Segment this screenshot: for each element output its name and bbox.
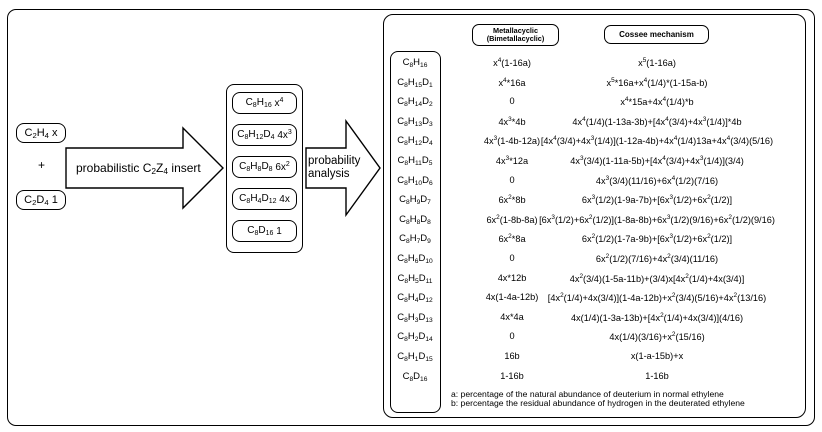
cell-metallacyclic: 6x2*8b [498, 194, 526, 206]
cell-metallacyclic: 6x2*8a [498, 233, 526, 245]
cell-cossee: [6x3(1/2)+6x2(1/2)](1-8a-8b)+6x3(1/2)(9/… [539, 213, 775, 225]
row-species: C8H15D1 [397, 76, 433, 89]
row-species: C8H10D6 [397, 174, 433, 187]
row-species: C8H7D9 [399, 233, 431, 246]
reactant-c2h4-species: C2H4 [24, 126, 49, 140]
reactant-c2d4-species: C2D4 [24, 193, 49, 207]
row-species: C8H3D13 [397, 311, 433, 324]
product-coef: 4x3 [277, 129, 292, 141]
cell-cossee: 4x4(1/4)(1-13a-3b)+[4x4(3/4)+4x3(1/4)]*4… [572, 115, 742, 127]
row-species: C8H14D2 [397, 96, 433, 109]
product-1: C8H12D4 4x3 [232, 124, 297, 146]
cell-metallacyclic: 0 [509, 253, 515, 263]
col-header-cossee: Cossee mechanism [604, 25, 709, 44]
table-frame [383, 14, 806, 418]
product-species: C8H12D4 [237, 129, 275, 141]
cell-metallacyclic: 0 [509, 174, 515, 185]
cell-metallacyclic: x4(1-16a) [493, 57, 531, 68]
footnote-b: b: percentage the residual abundance of … [451, 398, 745, 408]
row-species: C8H2D14 [397, 331, 433, 344]
product-2: C8H8D8 6x2 [232, 156, 297, 178]
cell-cossee: 4x2(3/4)(1-5a-11b)+(3/4)x[4x2(1/4)+4x(3/… [569, 272, 745, 284]
product-0: C8H16 x4 [232, 92, 297, 114]
plus-sign: + [38, 158, 46, 172]
cell-cossee: 4x3(3/4)(11/16)+6x4(1/2)(7/16) [595, 174, 719, 186]
row-species: C8H5D11 [397, 272, 433, 285]
cell-cossee: 6x2(1/2)(7/16)+4x2(3/4)(11/16) [595, 253, 719, 264]
row-species: C8H13D3 [397, 115, 433, 128]
cell-cossee: 6x3(1/2)(1-9a-7b)+[6x3(1/2)+6x2(1/2)] [581, 194, 733, 206]
cell-metallacyclic: 1-16b [500, 370, 524, 381]
cell-metallacyclic: 16b [504, 351, 520, 361]
insert-arrow [65, 126, 224, 210]
cell-cossee: x5*16a+x4(1/4)*(1-15a-b) [606, 76, 708, 88]
cell-metallacyclic: 0 [509, 331, 515, 342]
row-species: C8H16 [402, 57, 428, 69]
col-header-metallacyclic: Metallacyclic (Bimetallacyclic) [472, 24, 559, 46]
cell-cossee: x4*15a+4x4(1/4)*b [620, 96, 694, 108]
analysis-arrow [305, 118, 381, 218]
product-coef: 4x [279, 193, 290, 205]
cell-metallacyclic: 4x*4a [500, 311, 524, 322]
cell-metallacyclic: 6x2(1-8b-8a) [486, 213, 538, 225]
product-4: C8D16 1 [232, 220, 297, 242]
product-coef: 1 [276, 225, 282, 237]
cell-cossee: [4x4(3/4)+4x3(1/4)](1-12a-4b)+4x4(1/4)13… [540, 135, 774, 147]
insert-arrow-label: probabilistic C2Z4 insert [76, 161, 201, 176]
cell-metallacyclic: 4x(1-4a-12b) [485, 292, 539, 303]
product-coef: x4 [274, 97, 284, 109]
row-species: C8H12D4 [397, 135, 433, 148]
cell-metallacyclic: x4*16a [498, 76, 526, 88]
col-header-cossee-text: Cossee mechanism [619, 30, 694, 39]
cell-metallacyclic: 0 [509, 96, 515, 107]
cell-cossee: 4x(1/4)(1-3a-13b)+[4x2(1/4)+4x(3/4)](4/1… [570, 311, 744, 323]
cell-cossee: 4x(1/4)(3/16)+x2(15/16) [609, 331, 705, 343]
reactant-c2d4-coef: 1 [51, 194, 58, 206]
product-coef: 6x2 [275, 161, 290, 173]
row-species: C8D16 [402, 370, 428, 383]
footnote-a: a: percentage of the natural abundance o… [451, 389, 724, 399]
product-species: C8D16 [247, 225, 274, 237]
cell-cossee: 1-16b [645, 370, 669, 381]
reactant-c2d4: C2D4 1 [16, 190, 66, 210]
product-species: C8H4D12 [239, 193, 277, 205]
reactant-c2h4: C2H4 x [16, 123, 66, 143]
cell-cossee: [4x2(1/4)+4x(3/4)](1-4a-12b)+x2(3/4)(5/1… [547, 292, 767, 304]
cell-metallacyclic: 4x3(1-4b-12a) [483, 135, 541, 147]
cell-cossee: 4x3(3/4)(1-11a-5b)+[4x4(3/4)+4x3(1/4)](3… [570, 155, 744, 166]
col-header-metallacyclic-text: Metallacyclic (Bimetallacyclic) [486, 26, 545, 43]
product-species: C8H16 [245, 97, 272, 109]
species-column-box [390, 51, 441, 413]
cell-cossee: x5(1-16a) [638, 57, 676, 68]
cell-cossee: x(1-a-15b)+x [630, 351, 684, 361]
row-species: C8H9D7 [399, 194, 431, 207]
cell-metallacyclic: 4x*12b [497, 272, 527, 283]
product-species: C8H8D8 [239, 161, 273, 173]
row-species: C8H1D15 [397, 351, 433, 363]
analysis-arrow-label: probability analysis [308, 155, 361, 180]
cell-cossee: 6x2(1/2)(1-7a-9b)+[6x3(1/2)+6x2(1/2)] [581, 233, 733, 245]
row-species: C8H6D10 [397, 253, 433, 265]
row-species: C8H4D12 [397, 292, 433, 305]
product-3: C8H4D12 4x [232, 188, 297, 210]
row-species: C8H8D8 [399, 213, 431, 226]
cell-metallacyclic: 4x3*12a [495, 155, 529, 166]
reactant-c2h4-coef: x [52, 127, 58, 139]
cell-metallacyclic: 4x3*4b [498, 115, 526, 127]
row-species: C8H11D5 [397, 155, 433, 167]
